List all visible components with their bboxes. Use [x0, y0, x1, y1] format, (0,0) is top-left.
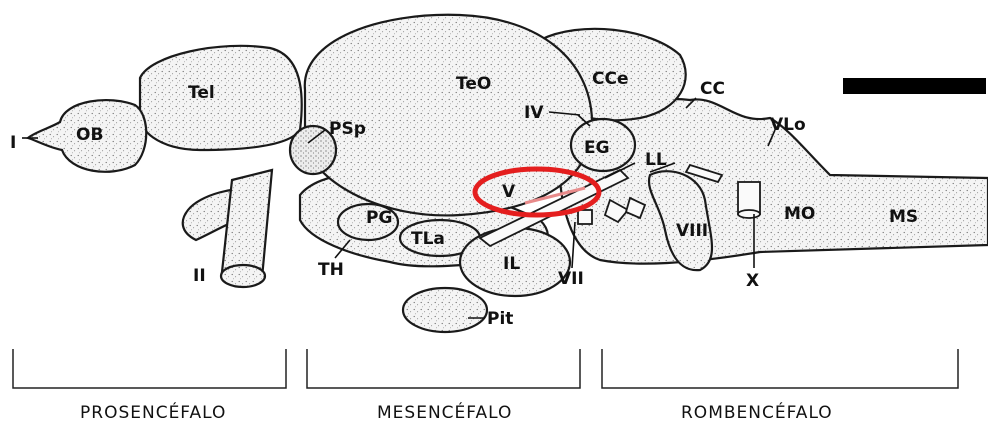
- label-eminentia-granularis: EG: [584, 138, 610, 158]
- label-psp: PSp: [329, 119, 366, 139]
- label-optic-tectum: TeO: [456, 74, 491, 94]
- pituitary-shape: [403, 288, 487, 332]
- label-facial-nerve: VII: [558, 269, 584, 289]
- bracket-rhombencephalon: [602, 349, 958, 388]
- bracket-mesencephalon: [307, 349, 580, 388]
- optic-tectum-shape: [305, 15, 592, 216]
- label-vagal-lobe: VLo: [770, 115, 806, 135]
- label-vagus-nerve: X: [746, 271, 759, 291]
- label-thalamus: TH: [318, 260, 344, 280]
- label-pituitary: Pit: [487, 309, 513, 329]
- bracket-prosencephalon: [13, 349, 286, 388]
- label-olfactory-nerve: I: [10, 133, 16, 153]
- label-torus-lateralis: TLa: [411, 229, 445, 249]
- label-vestibulocochlear-nerve: VIII: [676, 221, 708, 241]
- label-corpus-cerebelli: CCe: [592, 69, 628, 89]
- label-medulla-spinalis: MS: [889, 207, 918, 227]
- label-telencephalon: Tel: [188, 83, 215, 103]
- label-lateral-line: LL: [645, 150, 667, 170]
- label-olfactory-bulb: OB: [76, 125, 103, 145]
- label-preglomerular: PG: [366, 208, 392, 228]
- label-optic-nerve: II: [193, 266, 206, 286]
- scale-bar: [843, 78, 986, 94]
- label-trochlear-nerve: IV: [524, 103, 544, 123]
- region-brackets: [13, 349, 958, 388]
- label-inferior-lobe: IL: [503, 254, 520, 274]
- label-medulla-oblongata: MO: [784, 204, 815, 224]
- label-crista-cerebellaris: CC: [700, 79, 725, 99]
- region-label-prosencephalon: PROSENCÉFALO: [80, 401, 226, 423]
- region-label-mesencephalon: MESENCÉFALO: [377, 401, 512, 423]
- region-labels: PROSENCÉFALO MESENCÉFALO ROMBENCÉFALO: [80, 401, 833, 423]
- label-trigeminal-nerve: V: [502, 182, 516, 202]
- telencephalon-shape: [139, 46, 301, 150]
- region-label-rhombencephalon: ROMBENCÉFALO: [681, 401, 833, 423]
